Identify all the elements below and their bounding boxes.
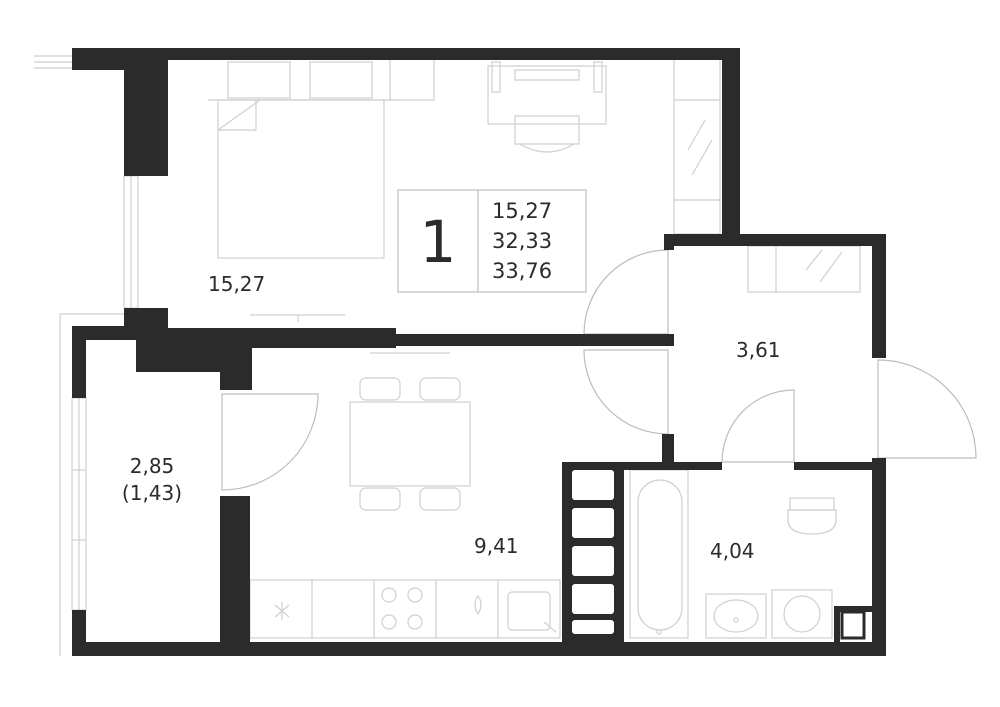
bathroom-area-label: 4,04 [710, 539, 755, 563]
door-balcony [221, 393, 319, 491]
balcony-reduced-area-label: (1,43) [122, 481, 182, 505]
desk-icon [487, 61, 607, 153]
dining-table-icon [349, 352, 471, 511]
door-hall-kitchen [583, 349, 669, 435]
door-bathroom [721, 389, 795, 463]
bedroom-area-label: 15,27 [208, 272, 265, 296]
windows-layer [34, 55, 139, 656]
hall-area-label: 3,61 [736, 338, 781, 362]
shelving-icon [673, 57, 721, 235]
washing-machine-icon [771, 589, 833, 639]
balcony-area-label: 2,85 [130, 454, 175, 478]
total-area: 32,33 [492, 229, 552, 253]
total-area-with-balcony: 33,76 [492, 259, 552, 283]
bathtub-icon [629, 469, 689, 639]
rooms-count: 1 [420, 208, 457, 276]
summary-box: 1 15,27 32,33 33,76 [397, 189, 587, 293]
doors-layer [221, 249, 977, 491]
living-area: 15,27 [492, 199, 552, 223]
kitchen-counter-icon [249, 579, 561, 639]
washbasin-icon [705, 593, 767, 639]
toilet-icon [787, 497, 837, 535]
kitchen-area-label: 9,41 [474, 534, 519, 558]
ventilation-shaft-icon [562, 462, 624, 642]
door-entrance [877, 359, 977, 459]
walls-layer [72, 48, 886, 656]
door-bedroom [583, 249, 669, 335]
wardrobe-icon [389, 57, 435, 101]
shaft-icon [840, 610, 866, 640]
furniture-layer [208, 57, 866, 640]
bed-icon [208, 61, 394, 259]
shoe-rack-icon [747, 245, 861, 293]
